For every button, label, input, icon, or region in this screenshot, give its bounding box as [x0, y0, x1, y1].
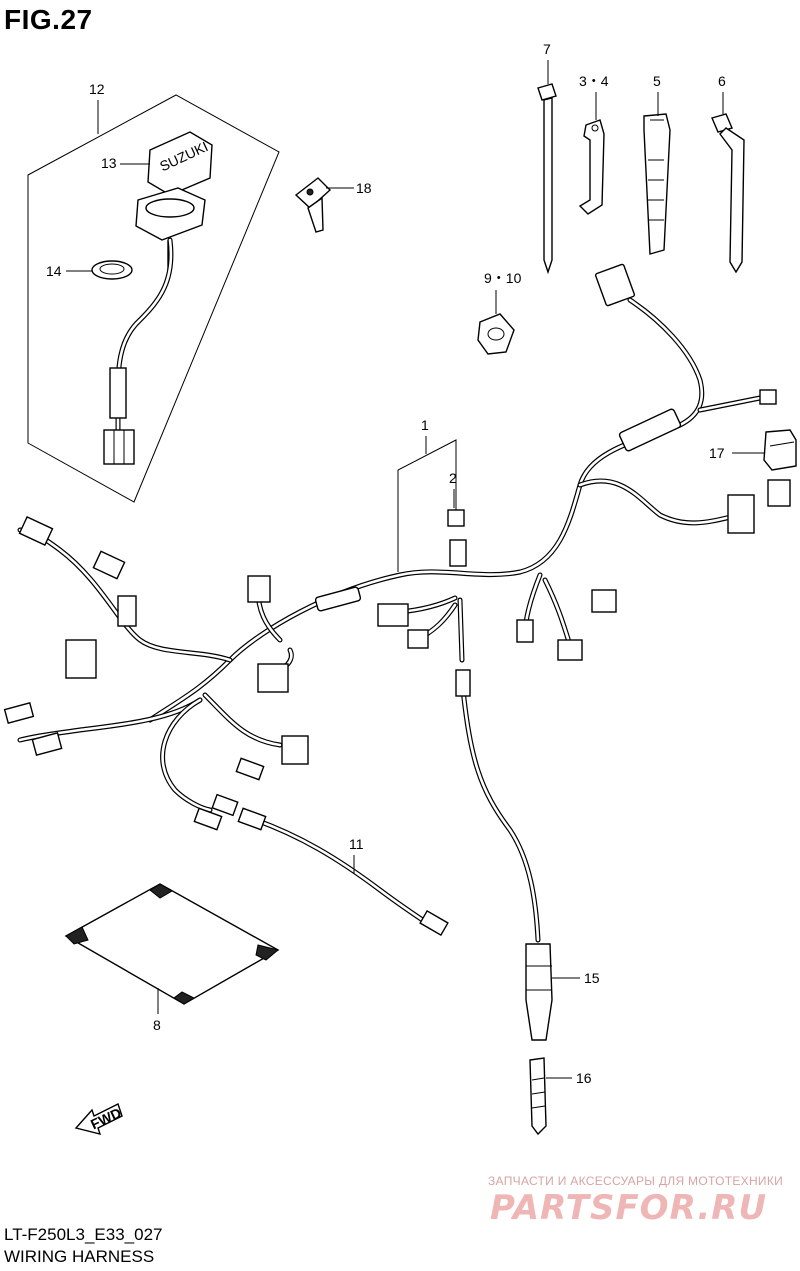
connector-center-small [407, 629, 429, 649]
band-5[interactable] [643, 113, 671, 255]
fwd-label: FWD [88, 1104, 124, 1132]
svg-text:9・10: 9・10 [484, 270, 522, 286]
switch-lead-sleeve [109, 367, 127, 419]
connector-center-b [557, 639, 583, 661]
callout-1: 1 [397, 417, 457, 572]
callout-16: 16 [546, 1070, 592, 1086]
svg-text:7: 7 [543, 41, 551, 57]
svg-text:8: 8 [153, 1017, 161, 1033]
callout-12: 12 [89, 81, 105, 134]
connector-upper-right [594, 263, 636, 307]
callout-11: 11 [349, 836, 364, 874]
connector-center-right [591, 589, 617, 613]
watermark-brand: PARTSFOR.RU [490, 1188, 768, 1228]
callout-9-10: 9・10 [484, 270, 522, 314]
ignition-switch-assembly[interactable]: SUZUKI [27, 94, 280, 503]
ignition-switch-box-outline [27, 94, 280, 503]
svg-text:16: 16 [576, 1070, 592, 1086]
connector-left-mid [117, 595, 137, 627]
connector-left-block [65, 639, 97, 679]
lock-ring-part[interactable] [91, 260, 133, 280]
connector-left-upper [92, 550, 126, 580]
connector-far-left [18, 515, 54, 547]
callout-6: 6 [718, 73, 726, 114]
connector-under-fuse [449, 539, 467, 567]
cable-tie-6[interactable] [711, 113, 745, 274]
figure-name: WIRING HARNESS [4, 1247, 155, 1266]
figure-title: FIG.27 [4, 4, 93, 35]
callout-17: 17 [709, 445, 764, 461]
ignition-key-part[interactable] [294, 177, 332, 233]
harness-sleeve-upper [618, 408, 682, 452]
callout-3-4: 3・4 [579, 73, 609, 120]
callout-14: 14 [46, 263, 92, 279]
svg-text:18: 18 [356, 180, 372, 196]
svg-text:2: 2 [449, 470, 457, 486]
clamp-9-10[interactable] [477, 313, 515, 355]
relay-part[interactable] [763, 429, 797, 471]
connector-far-left-low [3, 702, 35, 724]
connector-lower-b [193, 807, 223, 831]
connector-lower-a [235, 757, 265, 781]
svg-text:12: 12 [89, 81, 105, 97]
callout-13: 13 [101, 155, 150, 171]
harness-sleeve-mid [314, 586, 362, 612]
connector-mid-block [257, 663, 289, 693]
connector-upper-mid [247, 575, 271, 603]
watermark-tagline: ЗАПЧАСТИ И АКСЕССУАРЫ ДЛЯ МОТОТЕХНИКИ [488, 1174, 784, 1188]
callout-2: 2 [449, 470, 457, 508]
callout-5: 5 [653, 73, 661, 116]
main-wiring-harness[interactable] [3, 263, 791, 831]
lead-wire-part[interactable] [237, 807, 449, 937]
sensor-assembly[interactable] [455, 669, 553, 1041]
svg-text:15: 15 [584, 970, 600, 986]
fuse-part-2 [447, 509, 465, 527]
clamp-3-4[interactable] [578, 119, 605, 215]
callout-18: 18 [326, 180, 372, 196]
fwd-arrow-icon: FWD [74, 1103, 124, 1135]
svg-text:13: 13 [101, 155, 117, 171]
svg-text:17: 17 [709, 445, 725, 461]
svg-text:5: 5 [653, 73, 661, 89]
switch-connector [103, 429, 135, 465]
svg-text:11: 11 [349, 836, 364, 852]
protector-sheet-part[interactable] [64, 883, 280, 1005]
connector-right-small [759, 389, 777, 405]
connector-mid-lower [281, 735, 309, 765]
connector-center-a [516, 619, 534, 643]
connector-center-left [377, 603, 409, 627]
sensor-connector [455, 669, 471, 697]
callout-8: 8 [153, 988, 161, 1033]
svg-text:1: 1 [421, 417, 429, 433]
callout-15: 15 [552, 970, 600, 986]
callout-7: 7 [543, 41, 551, 84]
svg-text:6: 6 [718, 73, 726, 89]
connector-right-block [727, 494, 755, 534]
connector-right-upper [767, 479, 791, 507]
connector-lower-c [211, 793, 239, 817]
ignition-switch-part[interactable]: SUZUKI [135, 131, 213, 270]
svg-text:14: 14 [46, 263, 62, 279]
figure-code: LT-F250L3_E33_027 [4, 1225, 163, 1244]
cable-tie-7[interactable] [537, 83, 557, 275]
sensor-cap-part[interactable] [529, 1057, 547, 1136]
svg-text:3・4: 3・4 [579, 73, 609, 89]
connector-left-low [31, 732, 63, 756]
